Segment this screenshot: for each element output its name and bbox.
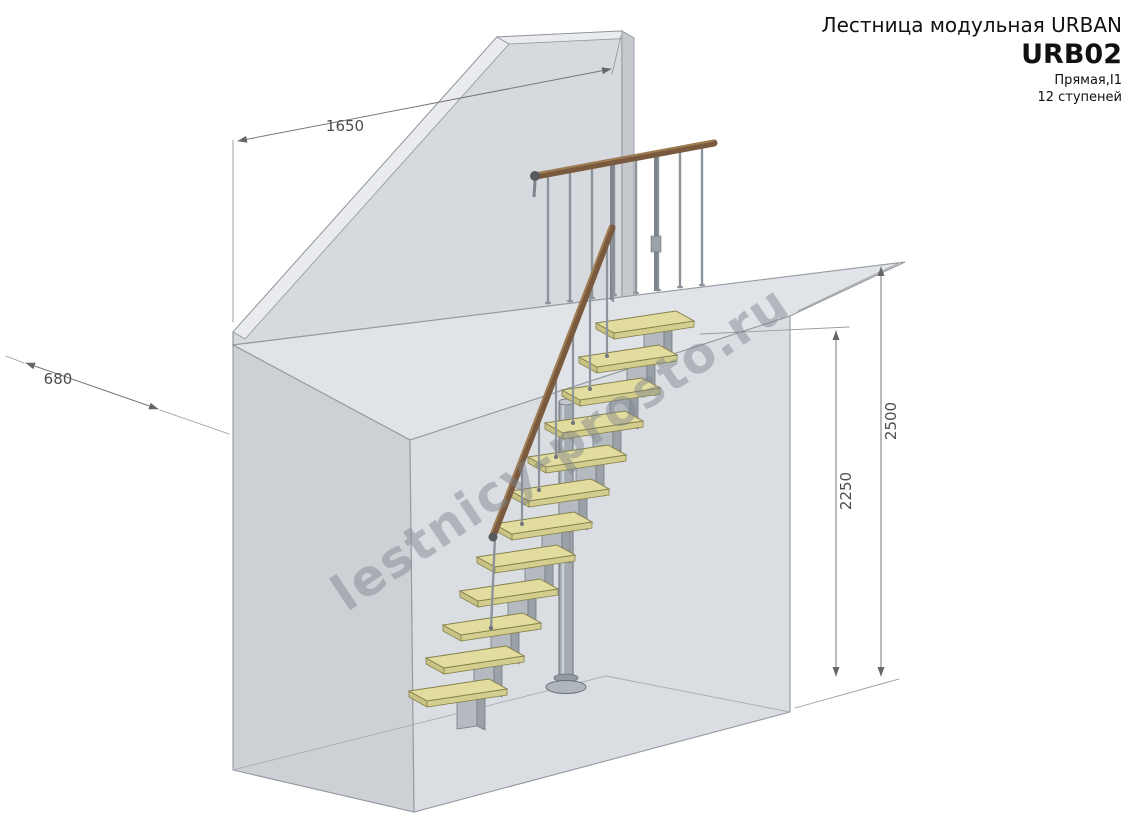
dimension-wall-width: 1650 — [232, 35, 622, 323]
gable-wall — [232, 30, 636, 346]
rail-end-post — [489, 535, 497, 629]
stair-type-label: Прямая,I1 — [1054, 73, 1122, 88]
step-count-label: 12 ступеней — [1037, 90, 1122, 105]
interior-floor-edge — [232, 675, 791, 771]
baluster-connectors — [520, 354, 609, 526]
platform-railing — [530, 139, 718, 305]
dim-platform-depth-label: 680 — [44, 370, 73, 388]
dimension-stair-rise: 2250 — [699, 326, 855, 677]
wall-side-thickness — [621, 30, 635, 298]
extension-line — [699, 326, 850, 335]
stair-balusters — [520, 229, 615, 524]
extension-line — [5, 355, 25, 364]
stair-handrail-highlight — [490, 225, 611, 535]
dim-room-height-label: 2500 — [882, 402, 900, 440]
dimension-room-height: 2500 — [794, 262, 900, 709]
dimensions-layer: 1650 680 2500 2250 — [5, 35, 900, 709]
stair-handrail — [489, 224, 616, 540]
handrail-highlight — [535, 139, 715, 175]
platform-handrail — [532, 139, 718, 180]
model-code: URB02 — [1021, 39, 1122, 70]
handrail-end-drop — [532, 180, 537, 198]
product-title: Лестница модульная URBAN — [821, 13, 1122, 37]
rail-end-post-foot — [488, 625, 494, 631]
title-block: Лестница модульная URBAN URB02 Прямая,I1… — [822, 12, 1122, 106]
column-base-flange — [545, 680, 587, 694]
dimension-line — [25, 362, 159, 410]
handrail-end-ball — [530, 171, 540, 181]
rail-bracket — [650, 235, 662, 253]
dimension-line — [237, 67, 612, 143]
extension-line — [794, 678, 900, 709]
dim-wall-width-label: 1650 — [326, 117, 364, 135]
stair-handrail-end-ball — [488, 532, 498, 542]
extension-line — [159, 409, 230, 435]
dim-stair-rise-label: 2250 — [837, 472, 855, 510]
extension-line — [611, 35, 622, 75]
dimension-platform-depth: 680 — [5, 355, 230, 435]
stair-railing — [488, 224, 616, 631]
